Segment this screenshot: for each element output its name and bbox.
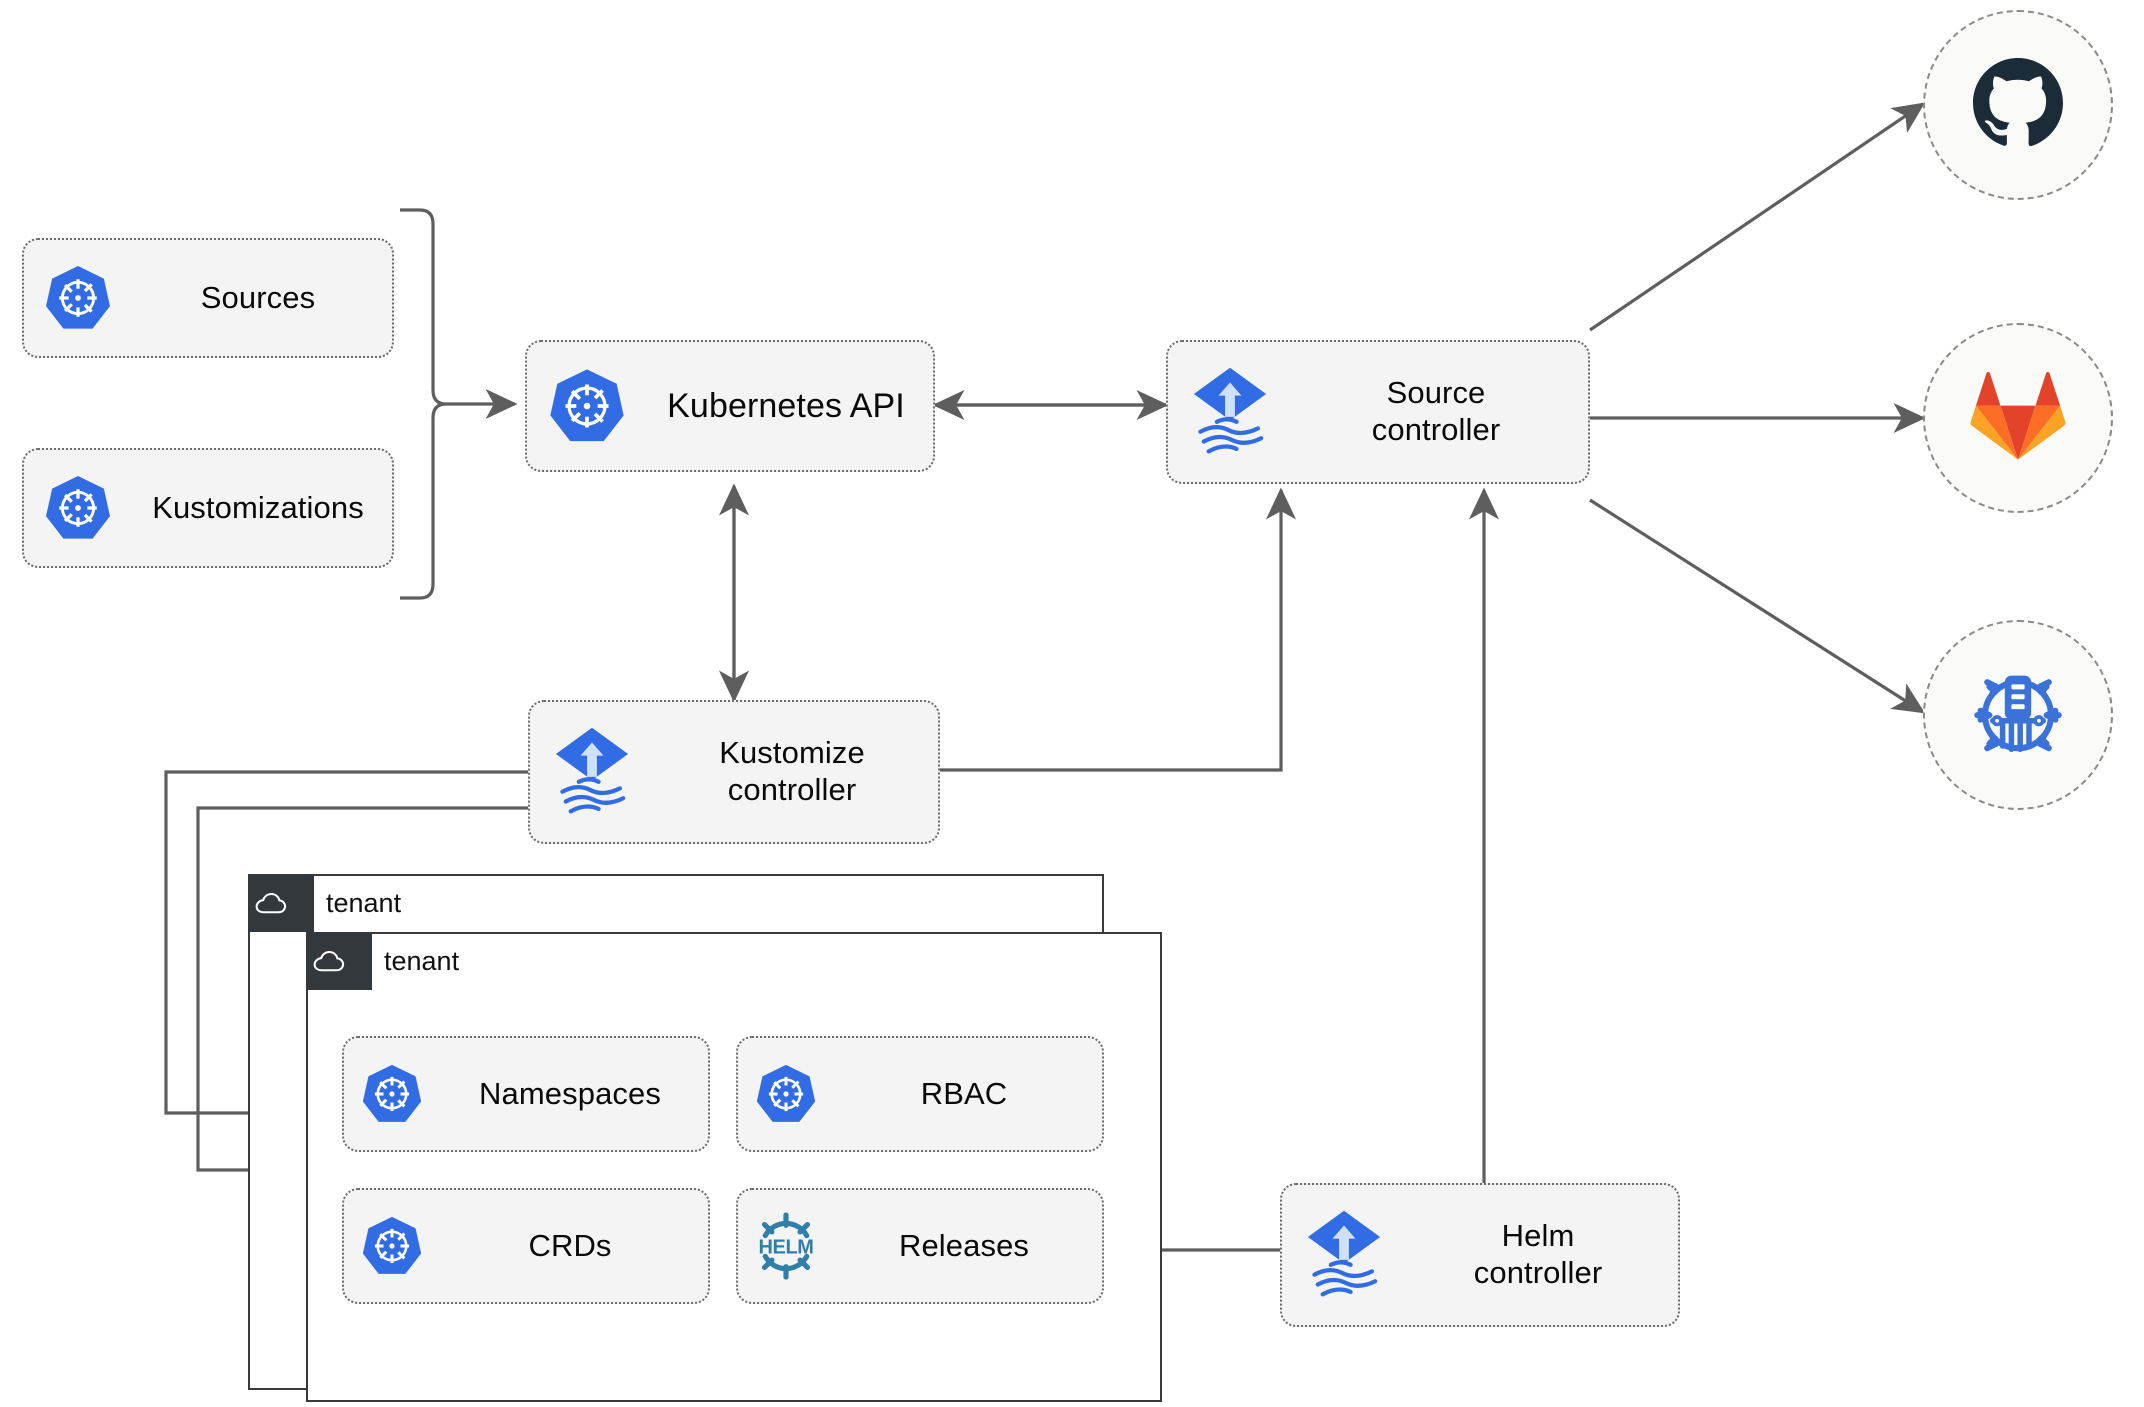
node-label: RBAC — [920, 1075, 1008, 1111]
node-label: Namespaces — [479, 1075, 661, 1111]
node-label: Kubernetes API — [667, 386, 905, 425]
node-kustomizations[interactable]: Kustomizations — [22, 448, 394, 568]
tenant-frame-front — [306, 932, 1162, 1402]
node-sources[interactable]: Sources — [22, 238, 394, 358]
node-label: Source controller — [1371, 375, 1501, 447]
node-label: CRDs — [528, 1227, 612, 1263]
edge-kustomize-to-source — [940, 487, 1297, 772]
node-kubernetes-api[interactable]: Kubernetes API — [525, 340, 935, 472]
node-label: Helm controller — [1473, 1218, 1603, 1290]
kubernetes-icon — [738, 1063, 834, 1125]
kubernetes-icon — [344, 1215, 440, 1277]
provider-helm-repository[interactable] — [1923, 620, 2113, 810]
edge-source-to-helmrepo — [1589, 498, 1926, 714]
node-label: Kustomize controller — [719, 735, 865, 807]
edge-source-to-github — [1589, 102, 1926, 332]
tenant-tab-front — [306, 932, 372, 990]
node-label: Releases — [898, 1227, 1030, 1263]
flux-icon — [1168, 366, 1292, 458]
helm-repository-icon — [1963, 658, 2073, 773]
flux-icon — [530, 726, 654, 818]
provider-gitlab[interactable] — [1923, 323, 2113, 513]
node-rbac[interactable]: RBAC — [736, 1036, 1104, 1152]
cloud-icon — [306, 932, 352, 990]
edge-crd-bracket — [400, 208, 447, 600]
gitlab-icon — [1970, 370, 2066, 467]
provider-github[interactable] — [1923, 10, 2113, 200]
edge-kustomize-to-tenant-back — [164, 770, 528, 1129]
node-helm-controller[interactable]: Helm controller — [1280, 1183, 1680, 1327]
node-crds[interactable]: CRDs — [342, 1188, 710, 1304]
kubernetes-icon — [344, 1063, 440, 1125]
node-source-controller[interactable]: Source controller — [1166, 340, 1590, 484]
node-label: Kustomizations — [152, 489, 364, 525]
kubernetes-icon — [24, 474, 132, 542]
node-namespaces[interactable]: Namespaces — [342, 1036, 710, 1152]
node-releases[interactable]: HELM Releases — [736, 1188, 1104, 1304]
flux-icon — [1282, 1209, 1406, 1301]
tenant-label-front: tenant — [384, 946, 460, 976]
cloud-icon — [248, 874, 294, 932]
tenant-label-back: tenant — [326, 888, 402, 918]
kubernetes-icon — [24, 264, 132, 332]
kubernetes-icon — [527, 367, 647, 445]
tenant-tab-back — [248, 874, 314, 932]
github-icon — [1968, 53, 2068, 158]
svg-text:HELM: HELM — [758, 1236, 813, 1258]
node-label: Sources — [200, 279, 316, 315]
helm-icon: HELM — [738, 1209, 834, 1283]
node-kustomize-controller[interactable]: Kustomize controller — [528, 700, 940, 844]
